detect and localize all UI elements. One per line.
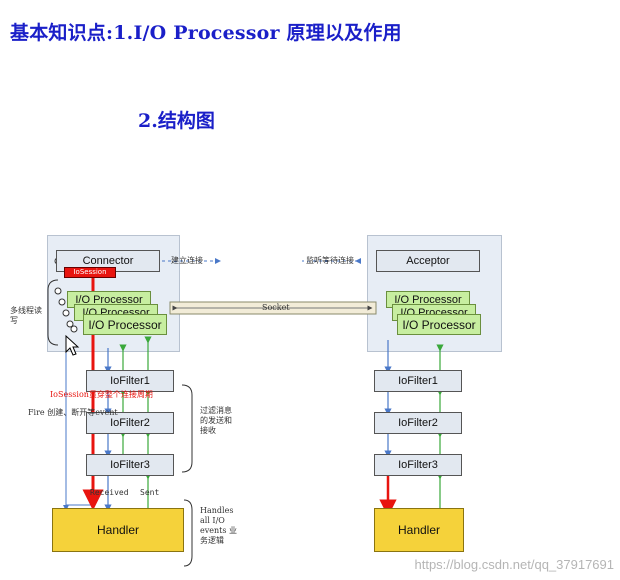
sent-label: Sent xyxy=(140,488,160,497)
handler-box: Handler xyxy=(374,508,464,552)
filter-box: IoFilter2 xyxy=(374,412,462,434)
acceptor-box: Acceptor xyxy=(376,250,480,272)
filter-box: IoFilter3 xyxy=(86,454,174,476)
handler-note: Handles all I/O events 业务逻辑 xyxy=(200,506,238,545)
page-title: 基本知识点:1.I/O Processor 原理以及作用 xyxy=(10,22,402,44)
connect-note: 建立连接 xyxy=(171,256,203,265)
socket-label: Socket xyxy=(262,303,290,312)
multithread-note: 多线程读写 xyxy=(10,306,42,325)
iosession-note: IoSession贯穿整个连接周期 xyxy=(50,390,153,399)
iosession-tag: IoSession xyxy=(64,267,116,278)
watermark: https://blog.csdn.net/qq_37917691 xyxy=(414,557,615,572)
processor-box: I/O Processor xyxy=(397,314,481,335)
handler-box: Handler xyxy=(52,508,184,552)
fire-note: Fire 创建、断开等event xyxy=(28,408,118,417)
filter-box: IoFilter1 xyxy=(374,370,462,392)
filter-box: IoFilter2 xyxy=(86,412,174,434)
processor-box: I/O Processor xyxy=(83,314,167,335)
filter-box: IoFilter3 xyxy=(374,454,462,476)
filter-note: 过滤消息的发送和接收 xyxy=(200,406,232,435)
received-label: Received xyxy=(90,488,129,497)
connector-box: Connector xyxy=(56,250,160,272)
listen-note: 监听等待连接 xyxy=(306,256,354,265)
filter-box: IoFilter1 xyxy=(86,370,174,392)
section-subtitle: 2.结构图 xyxy=(138,110,215,132)
